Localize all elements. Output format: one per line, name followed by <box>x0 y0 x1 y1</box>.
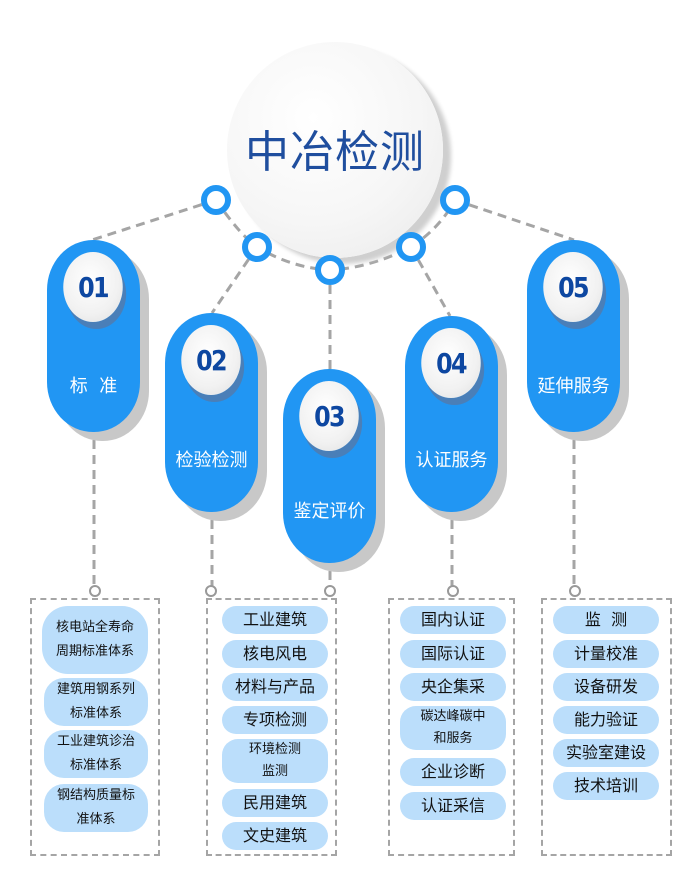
list-item[interactable]: 专项检测 <box>222 706 328 734</box>
main-title-circle: 中冶检测 <box>227 42 443 258</box>
list-item[interactable]: 工业建筑 <box>222 606 328 634</box>
main-title: 中冶检测 <box>245 127 425 178</box>
list-item[interactable]: 设备研发 <box>553 673 659 701</box>
list-item[interactable]: 企业诊断 <box>400 758 506 786</box>
list-item[interactable]: 国际认证 <box>400 640 506 668</box>
list-item[interactable]: 计量校准 <box>553 640 659 668</box>
list-item[interactable]: 民用建筑 <box>222 789 328 817</box>
list-item[interactable]: 材料与产品 <box>222 673 328 701</box>
list-item[interactable]: 环境检测监测 <box>222 739 328 783</box>
connector-dot-03 <box>324 585 336 597</box>
ring-node-2 <box>242 232 272 262</box>
number-badge: 03 <box>299 381 359 451</box>
item-box-inspection: 工业建筑 核电风电 材料与产品 专项检测 环境检测监测 民用建筑 文史建筑 <box>206 598 337 856</box>
ring-node-4 <box>396 232 426 262</box>
list-item[interactable]: 核电站全寿命周期标准体系 <box>42 606 148 674</box>
connector-dot-01 <box>89 585 101 597</box>
connector-02 <box>210 246 259 314</box>
list-item[interactable]: 实验室建设 <box>553 739 659 767</box>
item-box-standards: 核电站全寿命周期标准体系 建筑用钢系列标准体系 工业建筑诊治标准体系 钢结构质量… <box>30 598 160 856</box>
list-item[interactable]: 技术培训 <box>553 772 659 800</box>
category-pill-03[interactable]: 03 鉴定评价 <box>283 369 376 563</box>
list-item[interactable]: 国内认证 <box>400 606 506 634</box>
category-pill-02[interactable]: 02 检验检测 <box>165 313 258 512</box>
category-label: 检验检测 <box>175 450 248 471</box>
list-item[interactable]: 认证采信 <box>400 792 506 820</box>
connector-dot-02 <box>205 585 217 597</box>
number-badge: 05 <box>543 252 603 322</box>
item-box-certification: 国内认证 国际认证 央企集采 碳达峰碳中和服务 企业诊断 认证采信 <box>388 598 515 856</box>
connector-04 <box>409 246 452 317</box>
ring-node-5 <box>440 185 470 215</box>
list-item[interactable]: 央企集采 <box>400 673 506 701</box>
category-label: 认证服务 <box>415 450 488 471</box>
list-item[interactable]: 监 测 <box>553 606 659 634</box>
connector-01 <box>91 198 217 242</box>
connector-05 <box>454 198 575 242</box>
list-item[interactable]: 能力验证 <box>553 706 659 734</box>
number-badge: 01 <box>63 252 123 322</box>
number-badge: 04 <box>421 328 481 398</box>
list-item[interactable]: 钢结构质量标准体系 <box>44 784 148 832</box>
list-item[interactable]: 工业建筑诊治标准体系 <box>44 730 148 778</box>
category-label: 延伸服务 <box>537 376 610 397</box>
category-pill-01[interactable]: 01 标 准 <box>47 240 140 432</box>
list-item[interactable]: 文史建筑 <box>222 822 328 850</box>
category-pill-04[interactable]: 04 认证服务 <box>405 316 498 512</box>
category-label: 标 准 <box>69 376 118 397</box>
connector-dot-05 <box>569 585 581 597</box>
list-item[interactable]: 碳达峰碳中和服务 <box>400 706 506 750</box>
category-pill-05[interactable]: 05 延伸服务 <box>527 240 620 432</box>
ring-node-3 <box>315 255 345 285</box>
item-box-extended: 监 测 计量校准 设备研发 能力验证 实验室建设 技术培训 <box>541 598 672 856</box>
list-item[interactable]: 核电风电 <box>222 640 328 668</box>
category-label: 鉴定评价 <box>293 501 366 522</box>
connector-dot-04 <box>447 585 459 597</box>
ring-node-1 <box>201 185 231 215</box>
list-item[interactable]: 建筑用钢系列标准体系 <box>44 678 148 726</box>
number-badge: 02 <box>181 325 241 395</box>
